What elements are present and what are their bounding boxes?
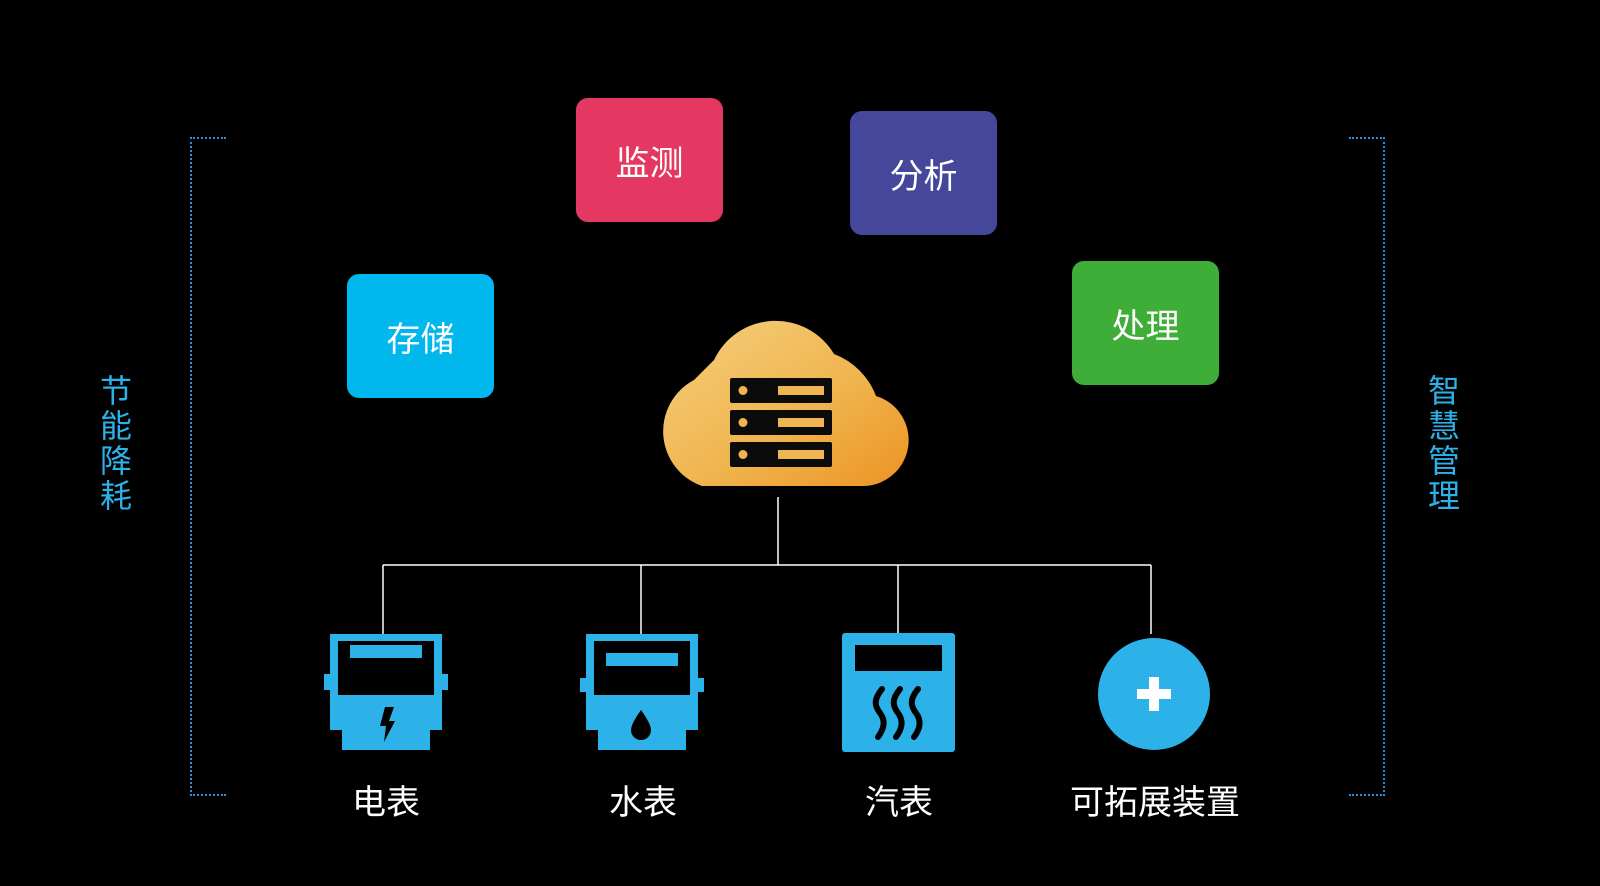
plus-circle-icon — [1098, 638, 1210, 750]
cloud-shape — [663, 320, 909, 486]
device-label-water-meter: 水表 — [609, 783, 677, 823]
steam-meter-icon — [842, 633, 955, 752]
side-label-smart-management: 智慧管理 — [1427, 372, 1460, 515]
function-label-storage: 存储 — [386, 319, 455, 360]
function-box-monitor: 监测 — [576, 98, 723, 222]
function-label-monitor: 监测 — [615, 143, 684, 184]
left-bracket — [190, 137, 226, 796]
side-label-energy-saving: 节能降耗 — [99, 372, 132, 515]
function-box-storage: 存储 — [347, 274, 494, 398]
cloud-server-icon — [663, 320, 909, 486]
electric-meter-icon — [324, 634, 448, 750]
function-box-analyze: 分析 — [850, 111, 997, 235]
device-label-electric-meter: 电表 — [352, 783, 420, 823]
device-label-expandable-device: 可拓展装置 — [1070, 783, 1240, 823]
device-label-steam-meter: 汽表 — [865, 783, 933, 823]
function-label-analyze: 分析 — [889, 156, 958, 197]
server-rack-icon — [730, 378, 832, 467]
function-box-process: 处理 — [1072, 261, 1219, 385]
right-bracket — [1349, 137, 1385, 796]
water-meter-icon — [580, 634, 704, 750]
function-label-process: 处理 — [1111, 306, 1180, 347]
